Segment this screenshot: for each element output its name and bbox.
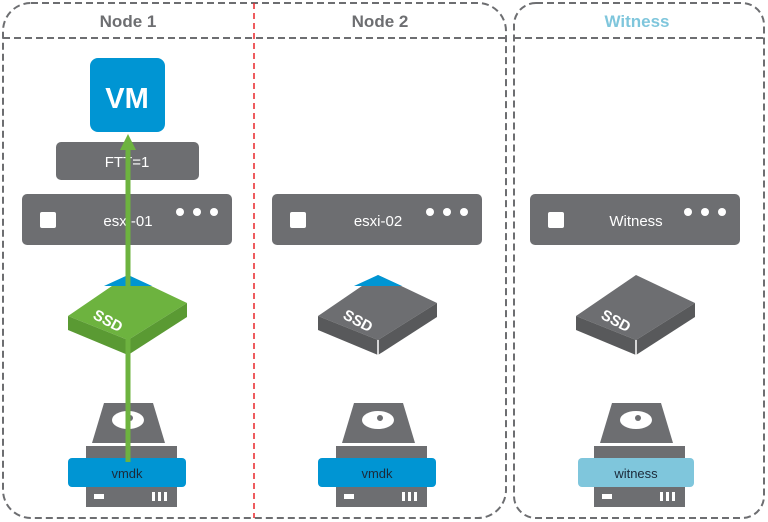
witness-column: Witness SSD witness (530, 194, 740, 507)
vm-box (90, 58, 165, 132)
disk-label: witness (613, 466, 658, 481)
host-square-icon (548, 212, 564, 228)
disk-label: vmdk (361, 466, 393, 481)
data-site-frame (2, 2, 507, 519)
host-dots-icon (176, 208, 218, 216)
host-box (530, 194, 740, 245)
host-dots-icon (684, 208, 726, 216)
host-label: Witness (609, 213, 662, 230)
node-1-column: esx -01 SSD vmdk (22, 194, 232, 507)
disk-label-box (318, 458, 436, 487)
node-2-column: esxi-02 SSD vmdk (272, 194, 482, 507)
witness-title: Witness (604, 12, 669, 31)
host-dots-icon (426, 208, 468, 216)
vm-label: VM (105, 83, 149, 115)
hdd-icon (336, 403, 427, 507)
io-path-arrow (120, 134, 136, 462)
host-box (272, 194, 482, 245)
host-label: esxi-02 (354, 213, 402, 230)
witness-site-frame (513, 2, 765, 519)
hdd-icon (594, 403, 685, 507)
disk-label-box (68, 458, 186, 487)
node-1-title: Node 1 (100, 12, 157, 31)
host-square-icon (40, 212, 56, 228)
host-square-icon (290, 212, 306, 228)
disk-label-box (578, 458, 694, 487)
ssd-icon: SSD (318, 275, 437, 355)
disk-label: vmdk (111, 466, 143, 481)
ssd-icon: SSD (576, 275, 695, 355)
node-2-title: Node 2 (352, 12, 409, 31)
hdd-icon (86, 403, 177, 507)
